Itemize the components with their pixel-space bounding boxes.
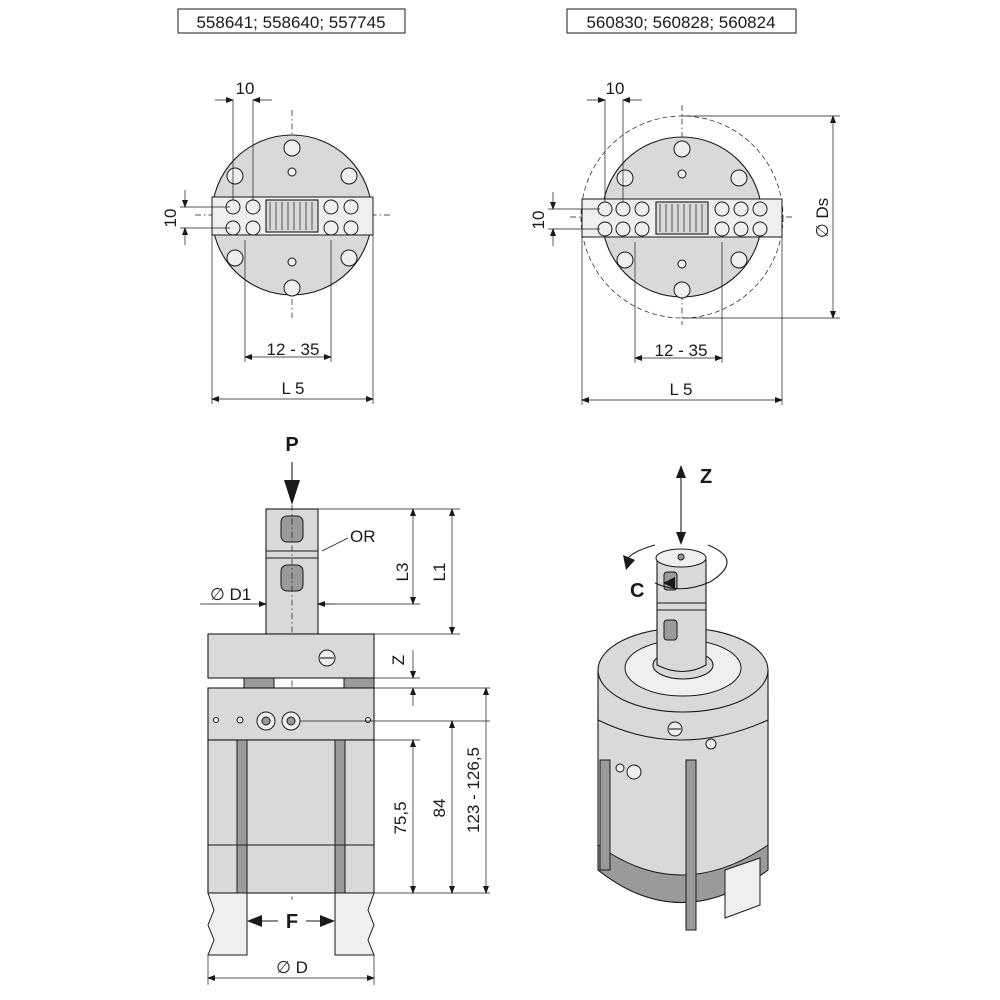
header-right: 560830; 560828; 560824 (566, 8, 797, 34)
top-right-view: 10 10 12 - 35 L 5 ∅ Ds (529, 79, 840, 405)
header-left: 558641; 558640; 557745 (177, 8, 406, 34)
iso-view: Z C (597, 465, 769, 931)
grip-force-label: F (286, 911, 298, 933)
jaw-right (334, 892, 375, 956)
dim-length-label-right: L 5 (669, 380, 692, 399)
dim-84-label: 84 (430, 799, 449, 818)
dim-height-label-right: 10 (529, 211, 548, 230)
dim-length-label: L 5 (281, 379, 304, 398)
dim-range-label: 12 - 35 (267, 340, 320, 359)
dim-height-label: 10 (161, 209, 180, 228)
axis-c-label: C (630, 580, 644, 602)
jaw-left (207, 892, 248, 956)
housing-body (207, 739, 375, 894)
dim-123-label: 123 - 126,5 (464, 747, 483, 833)
dim-l3-label: L3 (393, 563, 412, 582)
axis-z-label: Z (700, 466, 712, 488)
header-right-text: 560830; 560828; 560824 (586, 13, 775, 32)
force-label-p: P (285, 434, 298, 456)
rotary-cap (207, 633, 375, 679)
spring-slot (265, 199, 319, 233)
body-diameter-label: ∅ D (276, 958, 308, 977)
side-view: P OR ∅ D1 L3 L1 Z (200, 434, 490, 985)
header-left-text: 558641; 558640; 557745 (196, 13, 385, 32)
dim-75-label: 75,5 (391, 801, 410, 834)
dim-width-label-right: 10 (606, 79, 625, 98)
dim-diameter-label: ∅ Ds (813, 198, 832, 238)
oring-label: OR (350, 527, 376, 546)
top-left-view: 10 10 12 - 35 L 5 (161, 79, 392, 404)
dim-z-label: Z (389, 655, 408, 665)
dim-range-label-right: 12 - 35 (655, 341, 708, 360)
shaft-diameter-label: ∅ D1 (210, 585, 251, 604)
dim-width-label: 10 (236, 79, 255, 98)
dim-l1-label: L1 (430, 563, 449, 582)
